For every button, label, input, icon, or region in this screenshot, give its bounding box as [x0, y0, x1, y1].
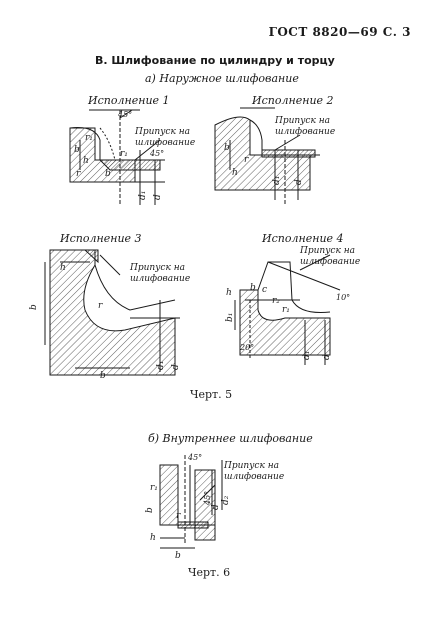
ex2-d-label: d: [294, 179, 304, 185]
drawing-execution-3: [44, 249, 180, 376]
ex1-angle45-label: 45°: [149, 149, 164, 158]
execution-2-title: Исполнение 2: [252, 94, 334, 107]
ex5-angle-label: 45°: [187, 453, 202, 462]
ex1-d-label: d: [153, 194, 163, 200]
ex4-angle20-label: 20°: [239, 343, 254, 352]
ex1-b2-label: b: [105, 169, 111, 179]
ex5-d-label: d: [211, 504, 221, 510]
ex2-allowance-line2: шлифование: [275, 127, 335, 137]
drawing-execution-1: [69, 109, 165, 205]
ex5-allowance-line2: шлифование: [224, 472, 284, 482]
ex2-h-label: h: [232, 168, 238, 178]
ex1-h-label: h: [83, 156, 89, 166]
ex4-allowance-line1: Припуск на: [299, 246, 355, 256]
ex4-b-label: b: [250, 283, 256, 293]
ex4-h-label: h: [226, 288, 232, 298]
ex2-b-label: b: [224, 143, 230, 153]
ex4-allowance-line2: шлифование: [300, 257, 360, 267]
ex5-b2-label: b: [175, 551, 181, 561]
execution-4-title: Исполнение 4: [262, 232, 344, 245]
ex2-d1-label: d₁: [272, 176, 282, 185]
ex3-d1-label: d₁: [156, 361, 166, 370]
page-header: ГОСТ 8820—69 С. 3: [268, 25, 411, 39]
ex1-angle-label: 45°: [117, 110, 132, 119]
ex5-angle45-label: 45°: [203, 491, 212, 506]
ex4-b1-label: b₁: [225, 313, 235, 322]
ex4-r2-label: r₂: [272, 296, 280, 306]
execution-3-title: Исполнение 3: [60, 232, 142, 245]
execution-1-title: Исполнение 1: [88, 94, 170, 107]
ex1-b-label: b: [74, 145, 80, 155]
ex1-allowance-line2: шлифование: [135, 138, 195, 148]
ex5-d2-label: d₂: [221, 495, 231, 505]
ex1-d1-label: d₁: [138, 191, 148, 200]
ex3-allowance-line1: Припуск на: [129, 263, 185, 273]
section-title: В. Шлифование по цилиндру и торцу: [95, 54, 335, 67]
ex3-d-label: d: [171, 364, 181, 370]
ex4-c-label: c: [262, 285, 267, 295]
ex3-allowance-line2: шлифование: [130, 274, 190, 284]
ex4-r1-label: r₁: [282, 305, 290, 315]
subsection-b-title: б) Внутреннее шлифование: [148, 432, 313, 445]
drawing-execution-4: [234, 254, 341, 365]
figure-5-caption: Черт. 5: [190, 388, 233, 401]
ex3-h-label: h: [60, 263, 66, 273]
ex4-d-label: d: [322, 354, 332, 360]
ex3-b2-label: b: [100, 371, 106, 381]
ex2-allowance-line1: Припуск на: [274, 116, 330, 126]
ex1-allowance-line1: Припуск на: [134, 127, 190, 137]
drawing-internal-grinding: [159, 455, 223, 549]
ex3-b-label: b: [29, 304, 39, 310]
ex5-r-label: r: [176, 511, 181, 521]
ex1-r1-label: r₁: [85, 133, 93, 143]
ex4-angle10-label: 10°: [336, 293, 350, 302]
ex5-allowance-line1: Припуск на: [223, 461, 279, 471]
figure-6-caption: Черт. 6: [188, 566, 231, 579]
drawing-execution-2: [214, 107, 320, 205]
ex4-d1-label: d₁: [302, 351, 312, 360]
subsection-a-title: а) Наружное шлифование: [145, 72, 299, 85]
ex5-b-label: b: [145, 507, 155, 513]
ex1-r-label: r: [76, 169, 81, 179]
ex5-r1-label: r₁: [150, 483, 158, 493]
ex3-r-label: r: [98, 301, 103, 311]
ex2-r-label: r: [244, 155, 249, 165]
ex1-r1b-label: r₁: [120, 149, 128, 159]
ex5-h-label: h: [150, 533, 156, 543]
